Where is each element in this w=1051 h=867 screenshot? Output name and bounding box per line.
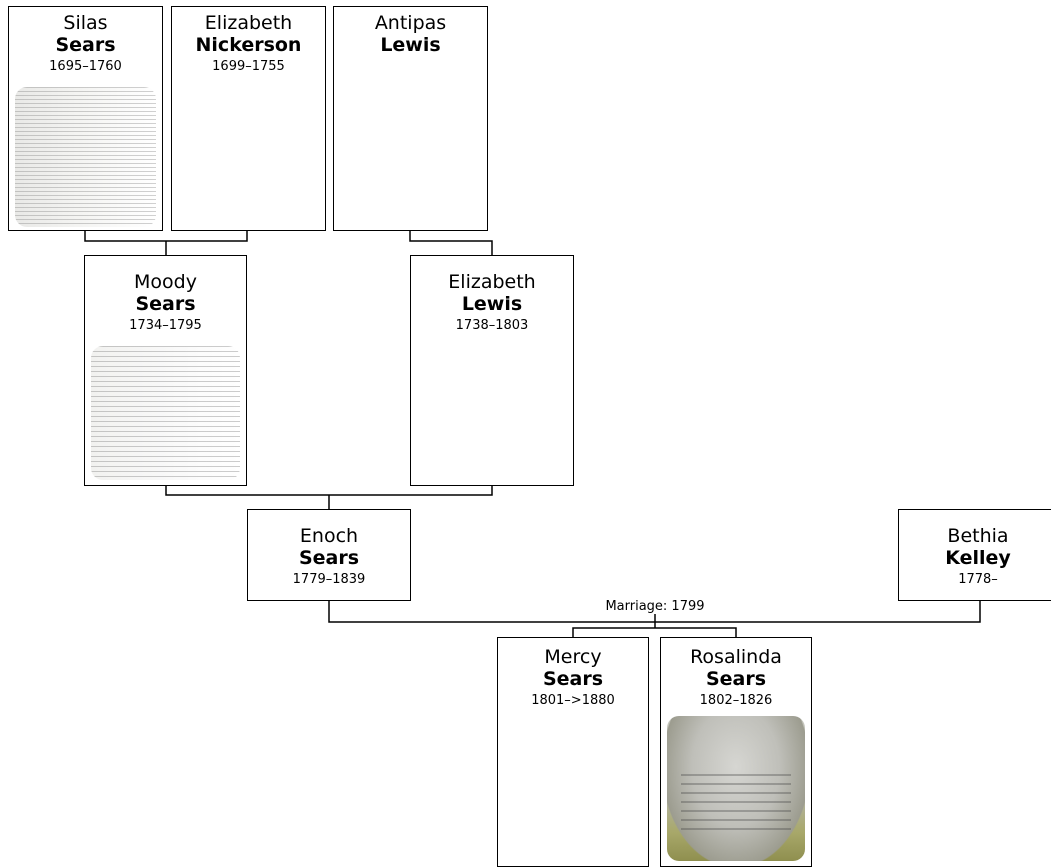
life-dates: 1695–1760: [49, 59, 122, 74]
last-name: Lewis: [380, 34, 441, 56]
person-card-bethia-kelley[interactable]: Bethia Kelley 1778–: [898, 509, 1051, 601]
marriage-label: Marriage: 1799: [595, 600, 715, 614]
last-name: Lewis: [461, 293, 523, 315]
life-dates: 1738–1803: [455, 318, 529, 333]
last-name: Nickerson: [195, 34, 302, 56]
last-name: Sears: [298, 547, 360, 569]
person-card-enoch-sears[interactable]: Enoch Sears 1779–1839: [247, 509, 411, 601]
first-name: Enoch: [299, 525, 359, 547]
first-name: Elizabeth: [448, 271, 536, 293]
person-card-antipas-lewis[interactable]: Antipas Lewis: [333, 6, 488, 231]
life-dates: 1801–>1880: [531, 693, 615, 708]
gravestone-photo[interactable]: [667, 716, 805, 861]
document-thumbnail[interactable]: [15, 87, 156, 227]
life-dates: 1802–1826: [699, 693, 773, 708]
first-name: Moody: [134, 271, 197, 293]
person-card-elizabeth-nickerson[interactable]: Elizabeth Nickerson 1699–1755: [171, 6, 326, 231]
person-card-silas-sears[interactable]: Silas Sears 1695–1760: [8, 6, 163, 231]
link-moody-elizabeth-to-enoch: [165, 485, 493, 510]
link-silas-elizabeth-to-moody: [84, 230, 248, 255]
document-thumbnail[interactable]: [91, 346, 240, 480]
last-name: Sears: [135, 293, 196, 315]
first-name: Bethia: [947, 525, 1009, 547]
first-name: Mercy: [544, 646, 602, 668]
first-name: Rosalinda: [690, 646, 782, 668]
last-name: Sears: [542, 668, 604, 690]
person-card-rosalinda-sears[interactable]: Rosalinda Sears 1802–1826: [660, 637, 812, 867]
last-name: Kelley: [945, 547, 1011, 569]
first-name: Silas: [63, 12, 108, 34]
life-dates: 1779–1839: [292, 572, 366, 587]
link-marriage-to-children: [572, 614, 737, 637]
person-card-mercy-sears[interactable]: Mercy Sears 1801–>1880: [497, 637, 649, 867]
person-card-elizabeth-lewis[interactable]: Elizabeth Lewis 1738–1803: [410, 255, 574, 486]
life-dates: 1699–1755: [212, 59, 285, 74]
life-dates: 1734–1795: [129, 318, 202, 333]
first-name: Antipas: [374, 12, 447, 34]
last-name: Sears: [55, 34, 116, 56]
link-antipas-to-elizabeth-lewis: [409, 230, 493, 255]
last-name: Sears: [705, 668, 767, 690]
person-card-moody-sears[interactable]: Moody Sears 1734–1795: [84, 255, 247, 486]
first-name: Elizabeth: [204, 12, 293, 34]
life-dates: 1778–: [958, 572, 998, 587]
